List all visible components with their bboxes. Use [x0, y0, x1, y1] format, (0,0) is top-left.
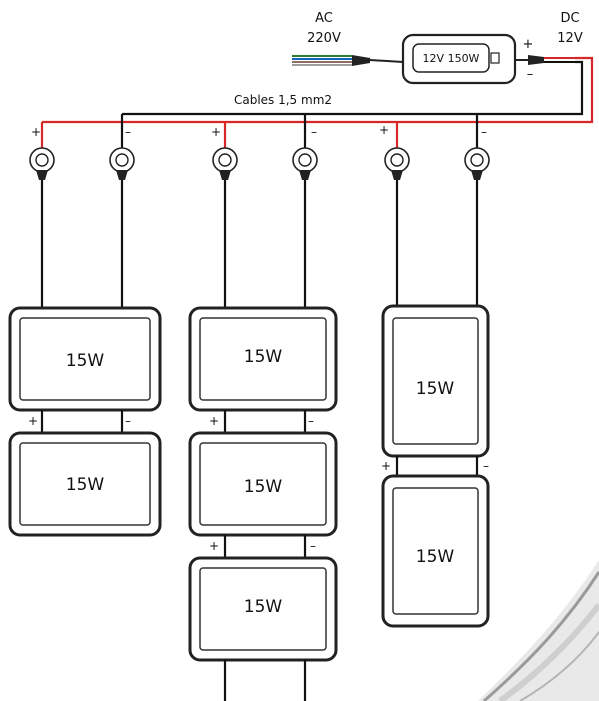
connector [212, 147, 238, 180]
column2-minus-sign: – [311, 125, 317, 139]
column3-plus-sign: + [379, 123, 389, 137]
dc-voltage-label: 12V [557, 31, 583, 46]
link-plus-sign: + [28, 414, 38, 428]
panel: 15W [381, 304, 490, 458]
panel-label: 15W [416, 547, 455, 567]
dc-minus-sign: – [527, 67, 534, 82]
connector [29, 147, 55, 180]
link-plus-sign: + [209, 539, 219, 553]
link-minus-sign: – [310, 539, 316, 553]
dc-plus-sign: + [523, 37, 534, 52]
negative-bus-wire [122, 60, 584, 116]
column2-plus-sign: + [211, 125, 221, 139]
panel: 15W [188, 431, 338, 537]
ac-label: AC [315, 11, 333, 26]
column1-plus-sign: + [31, 125, 41, 139]
panel: 15W [8, 306, 162, 412]
bus-drops [40, 114, 479, 148]
panel-label: 15W [416, 379, 455, 399]
panel-label: 15W [66, 475, 105, 495]
dc-output-cable [515, 55, 575, 65]
panel-label: 15W [66, 351, 105, 371]
led-strip-illustration [478, 560, 599, 701]
link-minus-sign: – [308, 414, 314, 428]
link-plus-sign: + [381, 459, 391, 473]
connector [109, 147, 135, 180]
panel: 15W [188, 306, 338, 412]
psu-label: 12V 150W [423, 52, 480, 65]
column3-minus-sign: – [481, 125, 487, 139]
panel-label: 15W [244, 597, 283, 617]
connector [384, 147, 410, 180]
ac-input-cable [292, 55, 404, 66]
panel: 15W [188, 556, 338, 662]
connector [292, 147, 318, 180]
positive-bus-wire [42, 56, 594, 124]
link-plus-sign: + [209, 414, 219, 428]
dc-label: DC [560, 11, 579, 26]
column1-minus-sign: – [125, 125, 131, 139]
link-minus-sign: – [125, 414, 131, 428]
panel-label: 15W [244, 477, 283, 497]
panel: 15W [381, 474, 490, 628]
power-supply: 12V 150W [401, 33, 517, 85]
link-minus-sign: – [483, 459, 489, 473]
connector [464, 147, 490, 180]
ac-voltage-label: 220V [307, 31, 341, 46]
panel-label: 15W [244, 347, 283, 367]
panel-feed-wires [40, 180, 479, 308]
panel: 15W [8, 431, 162, 537]
cable-label: Cables 1,5 mm2 [234, 93, 332, 107]
